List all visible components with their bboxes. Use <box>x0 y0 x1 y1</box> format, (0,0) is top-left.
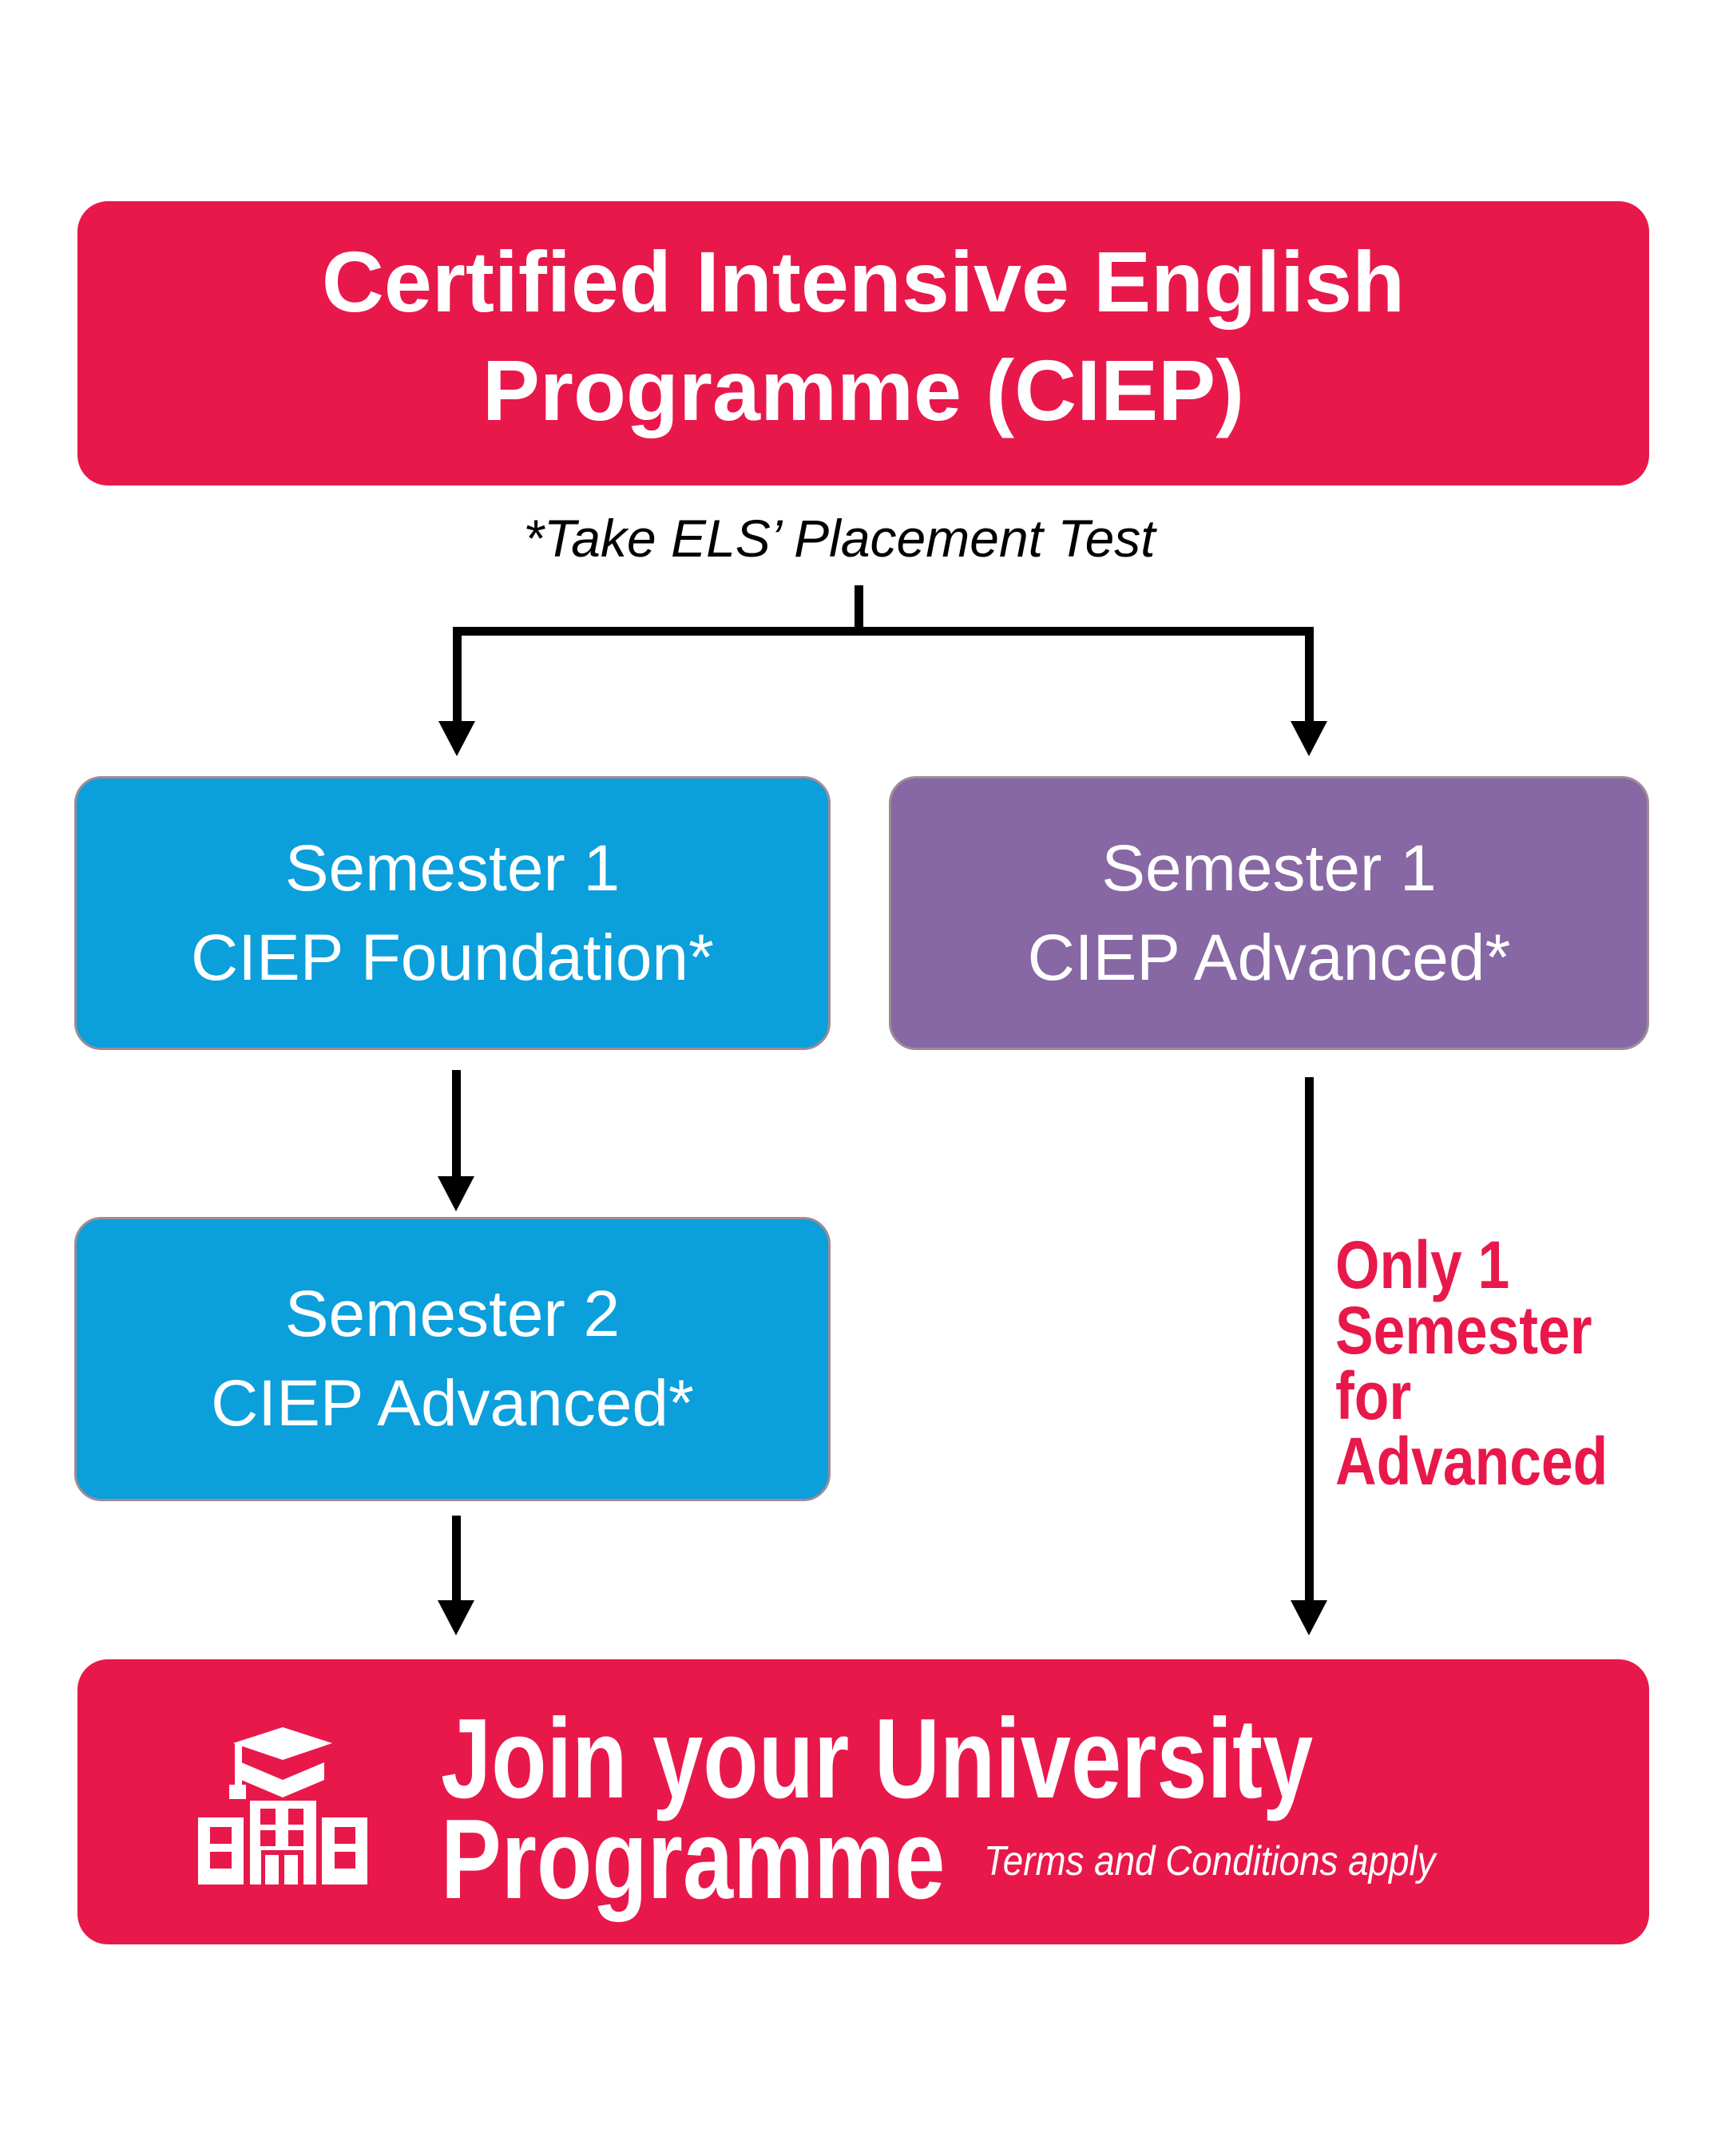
footer-box <box>77 1659 1649 1944</box>
arrow-advanced-to-university <box>1305 1077 1314 1604</box>
arrow-foundation-to-sem2 <box>452 1070 461 1180</box>
annotation-line-1: Only 1 <box>1335 1227 1510 1302</box>
annotation-line-3: for <box>1335 1358 1412 1433</box>
box-semester1-foundation-line-2: CIEP Foundation* <box>191 921 714 994</box>
annotation-line-4: Advanced <box>1335 1424 1608 1499</box>
only-one-semester-note: Only 1 Semester for Advanced <box>1335 1227 1608 1499</box>
arrow-sem2-to-university <box>452 1516 461 1605</box>
box-semester1-advanced-line-2: CIEP Advanced* <box>1027 921 1511 994</box>
page-title: Certified Intensive English Programme (C… <box>77 228 1649 445</box>
connector-right-vertical <box>1305 631 1314 725</box>
box-semester1-advanced: Semester 1 CIEP Advanced* <box>889 776 1649 1050</box>
page-title-line-1: Certified Intensive English <box>321 233 1406 330</box>
placement-test-note: *Take ELS’ Placement Test <box>523 509 1156 568</box>
arrow-down-head-sem2-icon <box>438 1176 474 1211</box>
box-semester1-foundation: Semester 1 CIEP Foundation* <box>74 776 831 1050</box>
footer-title-line-1: Join your University <box>441 1695 1314 1822</box>
terms-note: Terms and Conditions apply <box>984 1838 1436 1885</box>
footer-title-line-2: Programme <box>441 1796 946 1923</box>
annotation-line-2: Semester <box>1335 1293 1592 1368</box>
box-semester2-advanced: Semester 2 CIEP Advanced* <box>74 1217 831 1501</box>
box-semester2-advanced-line-2: CIEP Advanced* <box>211 1367 694 1440</box>
footer-title: Join your University Programme <box>441 1695 1314 1923</box>
connector-horizontal <box>453 627 1314 636</box>
page-title-line-2: Programme (CIEP) <box>482 342 1245 438</box>
arrow-down-head-university-right-icon <box>1291 1600 1327 1635</box>
connector-stem <box>855 585 863 632</box>
arrow-down-head-university-left-icon <box>438 1600 474 1635</box>
arrow-down-head-right-icon <box>1291 721 1327 756</box>
arrow-down-head-left-icon <box>438 721 475 756</box>
box-semester1-advanced-line-1: Semester 1 <box>1101 831 1437 905</box>
box-semester2-advanced-line-1: Semester 2 <box>284 1278 621 1350</box>
box-semester1-foundation-line-1: Semester 1 <box>284 831 621 905</box>
connector-left-vertical <box>453 631 462 725</box>
university-building-icon <box>198 1727 367 1885</box>
header-box <box>77 201 1649 485</box>
